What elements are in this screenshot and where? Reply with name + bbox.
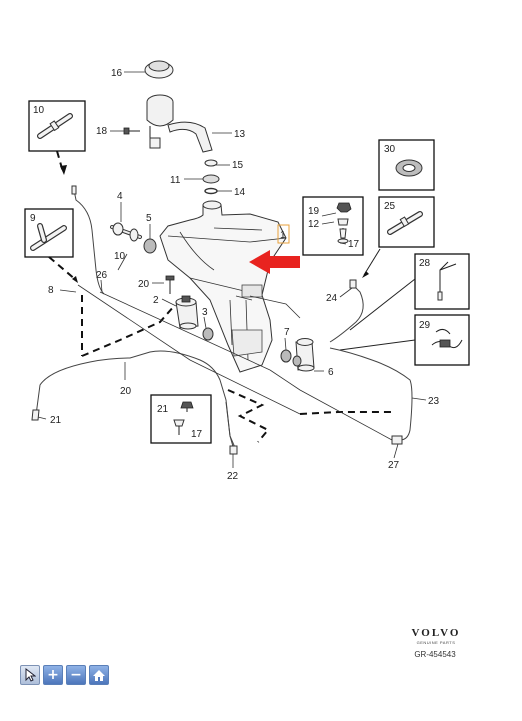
detail-box-29: 29: [414, 314, 470, 366]
zoom-in-icon: +: [47, 667, 59, 683]
washer-reservoir: [159, 200, 287, 373]
part-label-20a: 20: [120, 386, 132, 397]
part-label-28: 28: [419, 258, 431, 269]
detail-box-21-17: 21 17: [150, 394, 212, 444]
part-label-24: 24: [326, 293, 338, 304]
part-label-27: 27: [388, 460, 400, 471]
washer-pump-2: [175, 295, 199, 330]
part-label-10b: 10: [114, 251, 126, 262]
part-label-2: 2: [153, 295, 159, 306]
part-label-10: 10: [33, 105, 45, 116]
part-label-8: 8: [48, 285, 54, 296]
part-label-23: 23: [428, 396, 440, 407]
detail-box-28: 28: [414, 253, 470, 310]
detail-box-30: 30: [378, 139, 435, 191]
part-label-22: 22: [227, 471, 239, 482]
detail-box-10: 10: [28, 100, 86, 152]
connector-icon: [37, 113, 73, 139]
grommet-15: [204, 159, 218, 167]
part-label-30: 30: [384, 144, 396, 155]
genuine-parts-text: GENUINE PARTS: [416, 640, 456, 645]
filler-cap: [144, 60, 174, 79]
part-label-7: 7: [284, 327, 290, 338]
cursor-icon: [25, 668, 36, 682]
part-label-21a: 21: [50, 415, 62, 426]
part-label-17a: 17: [191, 429, 203, 440]
part-label-19: 19: [308, 206, 320, 217]
part-label-9: 9: [30, 213, 36, 224]
part-label-26: 26: [96, 270, 108, 281]
part-label-29: 29: [419, 320, 431, 331]
bolt-4: [110, 222, 142, 242]
part-label-18: 18: [96, 126, 108, 137]
zoom-out-icon: −: [70, 667, 82, 683]
part-label-14: 14: [234, 187, 246, 198]
home-button[interactable]: [89, 665, 109, 685]
clamp-11: [202, 174, 220, 184]
part-label-13: 13: [234, 129, 246, 140]
grommet-7: [280, 349, 292, 363]
part-label-16: 16: [111, 68, 123, 79]
zoom-out-button[interactable]: −: [66, 665, 86, 685]
detail-box-19-12-17: 19 12 17: [302, 196, 364, 256]
drawing-code: GR-454543: [414, 650, 456, 659]
hose-23: [329, 347, 413, 445]
hose-10: [71, 185, 105, 295]
hose-22: [225, 401, 238, 455]
part-label-1: 1: [280, 230, 286, 241]
hose-24: [329, 279, 364, 343]
part-label-25: 25: [384, 201, 396, 212]
part-label-12: 12: [308, 219, 320, 230]
part-label-6: 6: [328, 367, 334, 378]
part-label-11: 11: [170, 175, 181, 186]
part-label-15: 15: [232, 160, 244, 171]
detail-box-25: 25: [378, 196, 435, 248]
part-label-4: 4: [117, 191, 123, 202]
part-label-5: 5: [146, 213, 152, 224]
grommet-3: [202, 327, 214, 341]
grommet-5: [143, 238, 157, 254]
washer-pump-6: [295, 338, 315, 372]
hose-20: [31, 350, 235, 451]
part-label-21b: 21: [157, 404, 169, 415]
bolt-18: [123, 127, 140, 135]
home-icon: [93, 669, 105, 681]
part-label-3: 3: [202, 307, 208, 318]
zoom-in-button[interactable]: +: [43, 665, 63, 685]
highlight-arrow-icon: [249, 250, 300, 274]
bolt-20: [165, 275, 175, 294]
select-tool-button[interactable]: [20, 665, 40, 685]
filler-neck: [146, 94, 213, 153]
part-label-17b: 17: [348, 239, 360, 250]
t-connector-icon: [30, 223, 67, 251]
part-label-20b: 20: [138, 279, 150, 290]
seal-14: [204, 187, 218, 195]
volvo-logo: VOLVO: [411, 627, 461, 639]
zoom-toolbar: + −: [20, 665, 109, 687]
detail-box-9: 9: [24, 208, 74, 258]
